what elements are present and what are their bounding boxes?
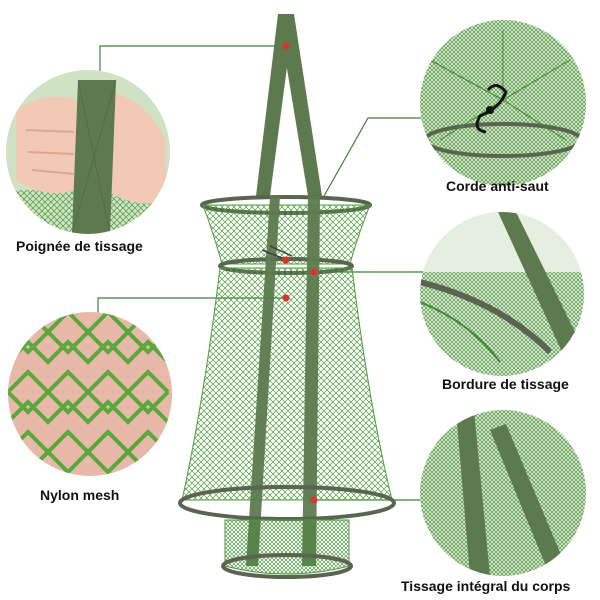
- marker-rim: [310, 268, 318, 276]
- detail-circle-rim: [420, 212, 584, 376]
- detail-circle-mesh: [8, 312, 172, 476]
- bottom-ring: [178, 485, 396, 521]
- marker-body: [310, 496, 318, 504]
- label-rope: Corde anti-saut: [446, 178, 549, 194]
- body-strap-left: [246, 196, 280, 566]
- label-handle: Poignée de tissage: [16, 238, 143, 254]
- label-mesh: Nylon mesh: [40, 487, 120, 503]
- handle-strap: [256, 14, 322, 196]
- marker-mesh: [282, 294, 290, 302]
- callout-markers: [282, 42, 318, 504]
- callout-line-rope: [323, 117, 425, 197]
- marker-handle: [282, 42, 290, 50]
- base-ring: [221, 553, 353, 579]
- lower-mesh-section: [181, 267, 393, 501]
- marker-rope: [282, 256, 290, 264]
- detail-circle-body: [420, 410, 586, 576]
- body-strap-right: [302, 196, 320, 566]
- callout-line-handle: [99, 45, 286, 80]
- upper-mesh-section: [202, 204, 371, 265]
- label-body: Tissage intégral du corps: [401, 578, 571, 594]
- detail-circle-handle: [6, 70, 170, 234]
- base-mesh: [224, 519, 350, 575]
- label-rim: Bordure de tissage: [442, 376, 569, 392]
- detail-circle-rope: [420, 20, 586, 186]
